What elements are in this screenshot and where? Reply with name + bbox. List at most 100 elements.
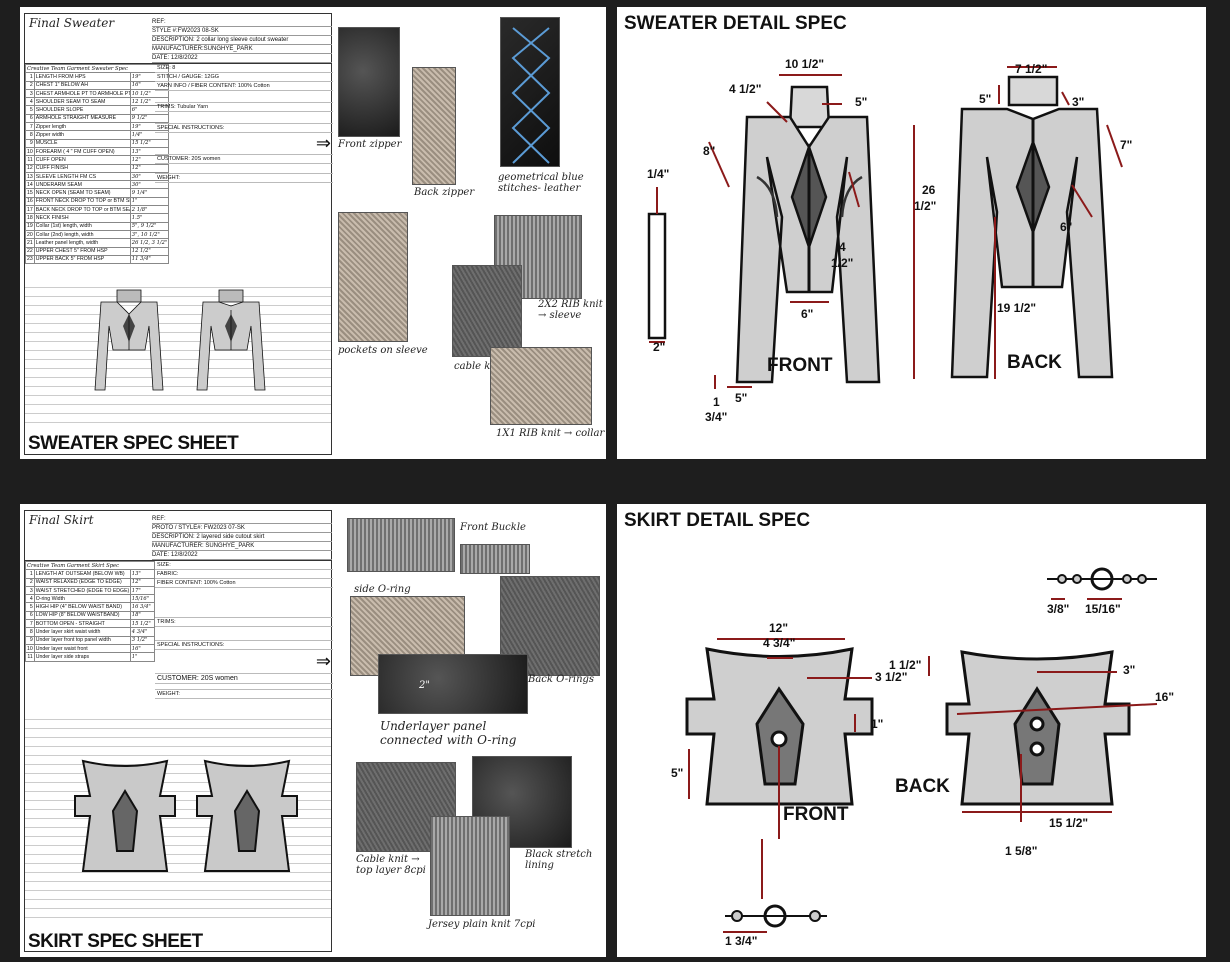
skirt-front-label: FRONT — [783, 804, 849, 825]
table-cell-v: 11 3/4" — [129, 254, 170, 265]
skirt-dim-waist: 12" — [769, 621, 789, 635]
skirt-spec-form: Final Skirt REF: PROTO / STYLE#: FW2023 … — [24, 510, 333, 952]
sweater-description: DESCRIPTION: 2 collar long sleeve cutout… — [152, 36, 332, 45]
skirt-dimension-lines — [688, 598, 1158, 933]
jersey-caption: Jersey plain knit 7cpi — [428, 919, 536, 930]
skirt-trims: TRIMS: — [155, 618, 333, 627]
skirt-spec-sheet-panel: Final Skirt REF: PROTO / STYLE#: FW2023 … — [20, 504, 606, 957]
skirt-dim-side: 5" — [671, 766, 684, 780]
sweater-back-drawing — [950, 75, 1114, 379]
sweater-manufacturer: MANUFACTURER:SUNGHYE_PARK — [152, 45, 332, 54]
dim-armhole: 8" — [703, 144, 716, 158]
skirt-technical-drawing — [685, 567, 1158, 933]
sweater-detail-spec-panel: SWEATER DETAIL SPEC — [617, 7, 1206, 459]
o-ring-chain-top — [1047, 567, 1157, 591]
skirt-right-fields: SIZE: FABRIC: FIBER CONTENT: 100% Cotton… — [155, 561, 333, 699]
skirt-detail-spec-panel: SKIRT DETAIL SPEC — [617, 504, 1206, 957]
front-buckle-caption: Front Buckle — [460, 522, 526, 533]
dim-back-collar: 7 1/2" — [1015, 62, 1048, 76]
sweater-style: STYLE #:FW2023 08-SK — [152, 27, 332, 36]
sweater-special: SPECIAL INSTRUCTIONS: — [155, 124, 333, 133]
sweater-front-drawing — [735, 85, 881, 384]
sweater-size: SIZE: 8 — [155, 64, 333, 73]
sweater-trims: TRIMS: Tubular Yarn — [155, 103, 333, 112]
sweater-stitch: STITCH / GAUGE: 12GG — [155, 73, 333, 82]
geometrical-caption: geometrical blue stitches- leather — [498, 172, 584, 194]
sweater-sheet-label: SWEATER SPEC SHEET — [28, 433, 239, 454]
skirt-dim-strap: 1" — [871, 717, 884, 731]
sweater-back-label: BACK — [1007, 352, 1062, 373]
sweater-yarn: YARN INFO / FIBER CONTENT: 100% Cotton — [155, 82, 333, 91]
skirt-description: DESCRIPTION: 2 layered side cutout skirt — [152, 533, 332, 542]
skirt-dim-back-waist: 16" — [1155, 690, 1175, 704]
dim-cuff-b: 3/4" — [705, 410, 728, 424]
dim-collar-height: 4 1/2" — [729, 82, 762, 96]
sweater-sketch-front — [94, 289, 164, 391]
skirt-dim-link: 3/8" — [1047, 602, 1070, 616]
sweater-form-lines — [25, 279, 331, 429]
dim-sleeve-panel: 7" — [1120, 138, 1133, 152]
rib-2x2-caption: 2X2 RIB knit → sleeve — [538, 299, 603, 321]
skirt-front-drawing — [685, 647, 874, 806]
skirt-style: PROTO / STYLE#: FW2023 07-SK — [152, 524, 332, 533]
skirt-customer: CUSTOMER: 20S women — [155, 674, 333, 684]
skirt-dim-ring: 1 5/8" — [1005, 844, 1038, 858]
cable-swatch — [452, 265, 522, 357]
back-orings-caption: Back O-rings — [528, 674, 595, 685]
buckle-detail-swatch — [460, 544, 530, 574]
sweater-dimension-lines — [649, 66, 1123, 389]
sweater-technical-drawing — [647, 66, 1123, 389]
back-zipper-swatch — [412, 67, 456, 185]
sweater-detail-title: SWEATER DETAIL SPEC — [624, 13, 847, 34]
rib-1x1-swatch — [490, 347, 592, 425]
sweater-flat-sketches — [94, 289, 266, 391]
skirt-date: DATE: 12/8/2022 — [152, 551, 332, 560]
skirt-dim-buckle: 1 3/4" — [725, 934, 758, 948]
skirt-blank3 — [155, 684, 333, 690]
skirt-flat-sketches — [74, 759, 298, 872]
dim-zipper-tab: 2" — [653, 340, 666, 354]
dim-neck-drop: 5" — [855, 95, 868, 109]
skirt-dim-top-panel: 3 1/2" — [875, 670, 908, 684]
o-ring-chain-bottom — [725, 904, 827, 928]
dim-length-b: 1/2" — [914, 199, 937, 213]
front-zipper-swatch — [338, 27, 400, 137]
dim-back-collar-height: 5" — [979, 92, 992, 106]
pocket-swatch — [338, 212, 408, 342]
sweater-form-header: Final Sweater REF: STYLE #:FW2023 08-SK … — [25, 14, 332, 64]
sweater-form-title: Final Sweater — [29, 16, 115, 30]
skirt-dim-waistband: 4 3/4" — [763, 636, 796, 650]
dim-sleeve-length: 19 1/2" — [997, 301, 1037, 315]
table-cell-l: UPPER BACK 5" FROM HSP — [33, 254, 131, 265]
sweater-customer: CUSTOMER: 20S women — [155, 155, 333, 164]
jersey-swatch — [430, 816, 510, 916]
underlayer-dim: 2" — [419, 680, 430, 691]
skirt-arrow: ⇒ — [155, 650, 333, 674]
dim-back-neck: 3" — [1072, 95, 1085, 109]
skirt-manufacturer: MANUFACTURER: SUNGHYE_PARK — [152, 542, 332, 551]
zipper-drawing — [647, 212, 667, 340]
skirt-form-header: Final Skirt REF: PROTO / STYLE#: FW2023 … — [25, 511, 332, 561]
skirt-fiber: FIBER CONTENT: 100% Cotton — [155, 579, 333, 588]
skirt-special: SPECIAL INSTRUCTIONS: — [155, 641, 333, 650]
skirt-dim-back-waistband: 1 1/2" — [889, 658, 922, 672]
back-zipper-caption: Back zipper — [414, 187, 475, 198]
sweater-blank — [155, 91, 333, 103]
sweater-spec-sheet-panel: Final Sweater REF: STYLE #:FW2023 08-SK … — [20, 7, 606, 459]
skirt-back-label: BACK — [895, 776, 950, 797]
sweater-front-label: FRONT — [767, 355, 833, 376]
sweater-date: DATE: 12/8/2022 — [152, 54, 332, 63]
sweater-right-fields: SIZE: 8 STITCH / GAUGE: 12GG YARN INFO /… — [155, 64, 333, 183]
dim-cuff-width: 5" — [735, 391, 748, 405]
skirt-dim-oring: 15/16" — [1085, 602, 1121, 616]
dim-pocket-b: 1/2" — [831, 256, 854, 270]
dim-length-a: 26 — [922, 183, 936, 197]
sweater-ref: REF: — [152, 18, 332, 27]
sweater-sketch-back — [196, 289, 266, 391]
skirt-weight: WEIGHT: — [155, 690, 333, 699]
